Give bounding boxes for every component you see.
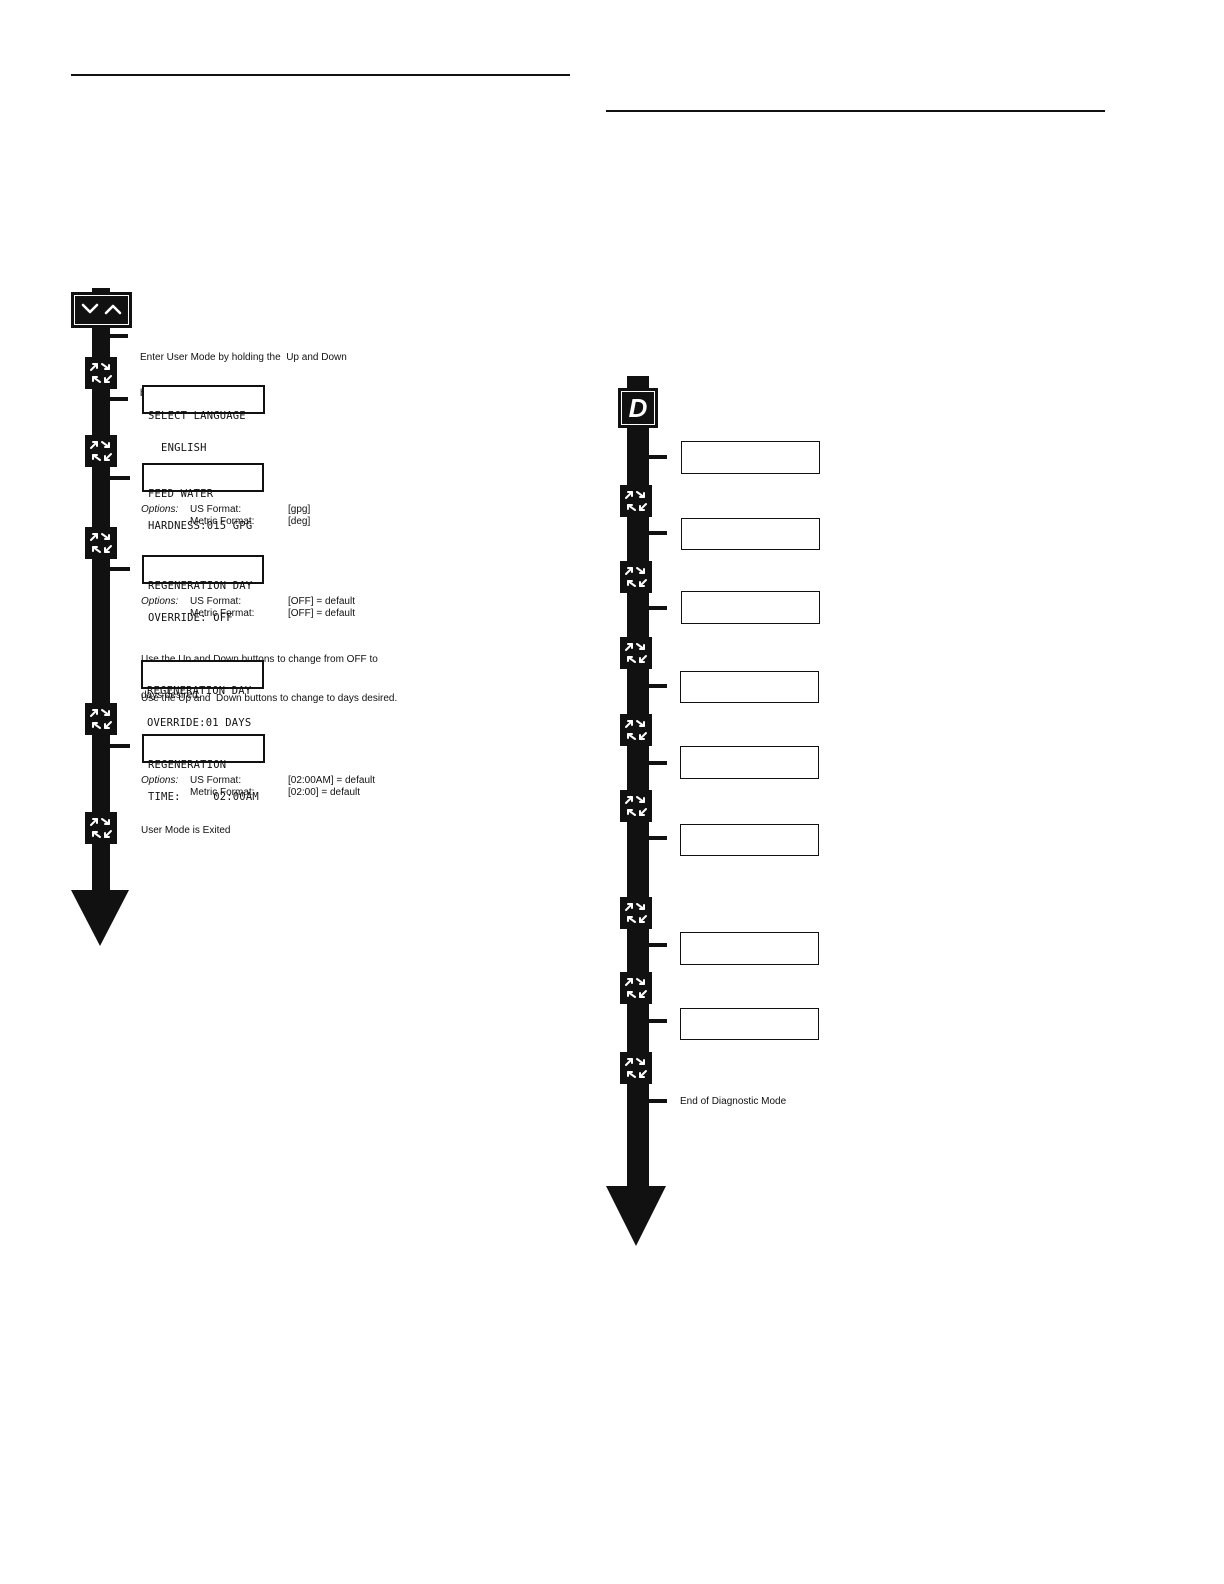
regeneration-arrows-icon — [620, 897, 652, 929]
connector-tick — [649, 1099, 667, 1103]
connector-tick — [649, 455, 667, 459]
metric-format-value: [02:00] = default — [288, 787, 361, 798]
end-of-diagnostic-mode-text: End of Diagnostic Mode — [680, 1096, 787, 1107]
connector-tick — [649, 943, 667, 947]
connector-tick — [649, 606, 667, 610]
regeneration-arrows-icon — [620, 561, 652, 593]
connector-tick — [649, 836, 667, 840]
us-format-label: US Format: — [190, 504, 242, 515]
regeneration-day-override-off-display: REGENERATION DAY OVERRIDE: OFF — [142, 555, 264, 623]
change-days-text: Use the Up and Down buttons to change to… — [141, 693, 398, 704]
regeneration-arrows-icon — [620, 972, 652, 1004]
up-down-buttons-icon — [71, 292, 132, 328]
blank-display-6 — [680, 824, 819, 856]
blank-display-1 — [681, 441, 820, 474]
regeneration-arrows-icon — [620, 790, 652, 822]
connector-tick — [110, 744, 130, 748]
blank-display-8 — [680, 1008, 819, 1040]
diagnostic-d-icon: D — [618, 388, 658, 428]
regeneration-arrows-icon — [85, 812, 117, 844]
blank-display-4 — [680, 671, 819, 703]
options-label: Options: — [141, 775, 179, 786]
us-format-label: US Format: — [190, 775, 242, 786]
regeneration-arrows-icon — [85, 703, 117, 735]
us-format-label: US Format: — [190, 596, 242, 607]
flow-arrow-down-icon — [71, 890, 129, 946]
blank-display-2 — [681, 518, 820, 550]
metric-format-label: Metric Format: — [190, 608, 255, 619]
regeneration-arrows-icon — [85, 527, 117, 559]
connector-tick — [110, 567, 130, 571]
blank-display-3 — [681, 591, 820, 624]
metric-format-label: Metric Format: — [190, 516, 255, 527]
regeneration-arrows-icon — [85, 435, 117, 467]
regeneration-arrows-icon — [85, 357, 117, 389]
metric-format-value: [deg] — [288, 516, 311, 527]
blank-display-5 — [680, 746, 819, 779]
regeneration-arrows-icon — [620, 1052, 652, 1084]
user-mode-exited-text: User Mode is Exited — [141, 825, 231, 836]
metric-format-label: Metric Format: — [190, 787, 255, 798]
regeneration-time-display: REGENERATION TIME: 02:00AM — [142, 734, 265, 802]
connector-tick — [110, 334, 128, 338]
select-language-display: SELECT LANGUAGE ENGLISH — [142, 385, 265, 453]
change-from-off-text: Use the Up and Down buttons to change fr… — [141, 654, 378, 701]
regeneration-arrows-icon — [620, 714, 652, 746]
left-section-rule — [71, 74, 570, 76]
connector-tick — [649, 531, 667, 535]
right-section-rule — [606, 110, 1105, 112]
options-label: Options: — [141, 504, 179, 515]
connector-tick — [649, 684, 667, 688]
chevron-up-icon — [104, 304, 122, 315]
us-format-value: [gpg] — [288, 504, 311, 515]
us-format-value: [OFF] = default — [288, 596, 355, 607]
options-label: Options: — [141, 596, 179, 607]
chevron-down-icon — [81, 303, 99, 314]
connector-tick — [110, 476, 130, 480]
connector-tick — [110, 397, 128, 401]
regeneration-day-override-days-display: REGENERATION DAY OVERRIDE:01 DAYS — [141, 660, 264, 728]
connector-tick — [649, 761, 667, 765]
us-format-value: [02:00AM] = default — [288, 775, 376, 786]
feed-water-hardness-display: FEED WATER HARDNESS:015 GPG — [142, 463, 264, 531]
connector-tick — [649, 1019, 667, 1023]
regeneration-arrows-icon — [620, 485, 652, 517]
metric-format-value: [OFF] = default — [288, 608, 355, 619]
regeneration-arrows-icon — [620, 637, 652, 669]
diagnostic-d-letter: D — [628, 393, 648, 423]
blank-display-7 — [680, 932, 819, 965]
flow-arrow-down-icon — [606, 1186, 666, 1246]
